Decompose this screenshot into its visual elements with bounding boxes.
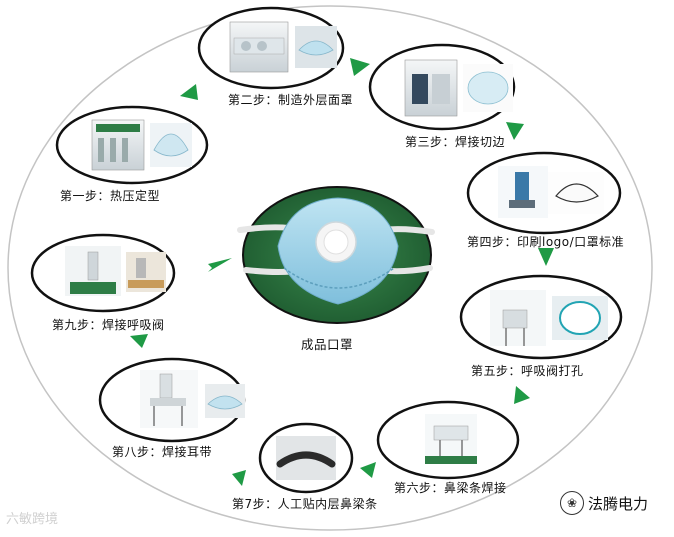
arrow-3-4-icon xyxy=(506,122,524,140)
step-8-label: 第八步：焊接耳带 xyxy=(112,443,212,460)
arrow-5-6-icon xyxy=(514,386,530,404)
step-3-node xyxy=(370,45,514,129)
step-1-label: 第一步：热压定型 xyxy=(60,187,160,204)
step-4-node xyxy=(468,153,620,233)
wechat-icon: ❀ xyxy=(560,491,584,515)
watermark: 六敏跨境 xyxy=(6,508,58,527)
step-7-label: 第7步：人工贴内层鼻梁条 xyxy=(232,495,378,512)
arrow-1-2-icon xyxy=(180,84,198,100)
arrow-9-center-icon xyxy=(208,258,232,272)
step-5-label: 第五步：呼吸阀打孔 xyxy=(471,362,584,379)
step-4-label: 第四步：印刷logo/口罩标准 xyxy=(467,233,624,250)
step-9-label: 第九步：焊接呼吸阀 xyxy=(52,316,165,333)
step-6-node xyxy=(378,402,518,478)
step-9-node xyxy=(32,235,174,311)
arrow-4-5-icon xyxy=(538,248,554,266)
source-credit: ❀ 法腾电力 xyxy=(560,490,648,516)
step-1-node xyxy=(57,107,207,183)
step-2-label: 第二步：制造外层面罩 xyxy=(228,91,353,108)
step-5-node xyxy=(461,276,621,358)
arrow-6-7-icon xyxy=(360,462,376,478)
step-7-node xyxy=(260,424,352,492)
finished-mask-label: 成品口罩 xyxy=(301,334,353,353)
step-3-label: 第三步：焊接切边 xyxy=(405,133,505,150)
step-8-node xyxy=(100,359,245,441)
arrow-2-3-icon xyxy=(350,58,370,76)
step-6-label: 第六步：鼻梁条焊接 xyxy=(394,479,507,496)
source-name: 法腾电力 xyxy=(588,493,648,514)
arrow-7-8-icon xyxy=(232,470,246,486)
finished-mask-node xyxy=(240,187,432,323)
step-2-node xyxy=(199,8,343,88)
arrow-8-9-icon xyxy=(130,334,148,348)
